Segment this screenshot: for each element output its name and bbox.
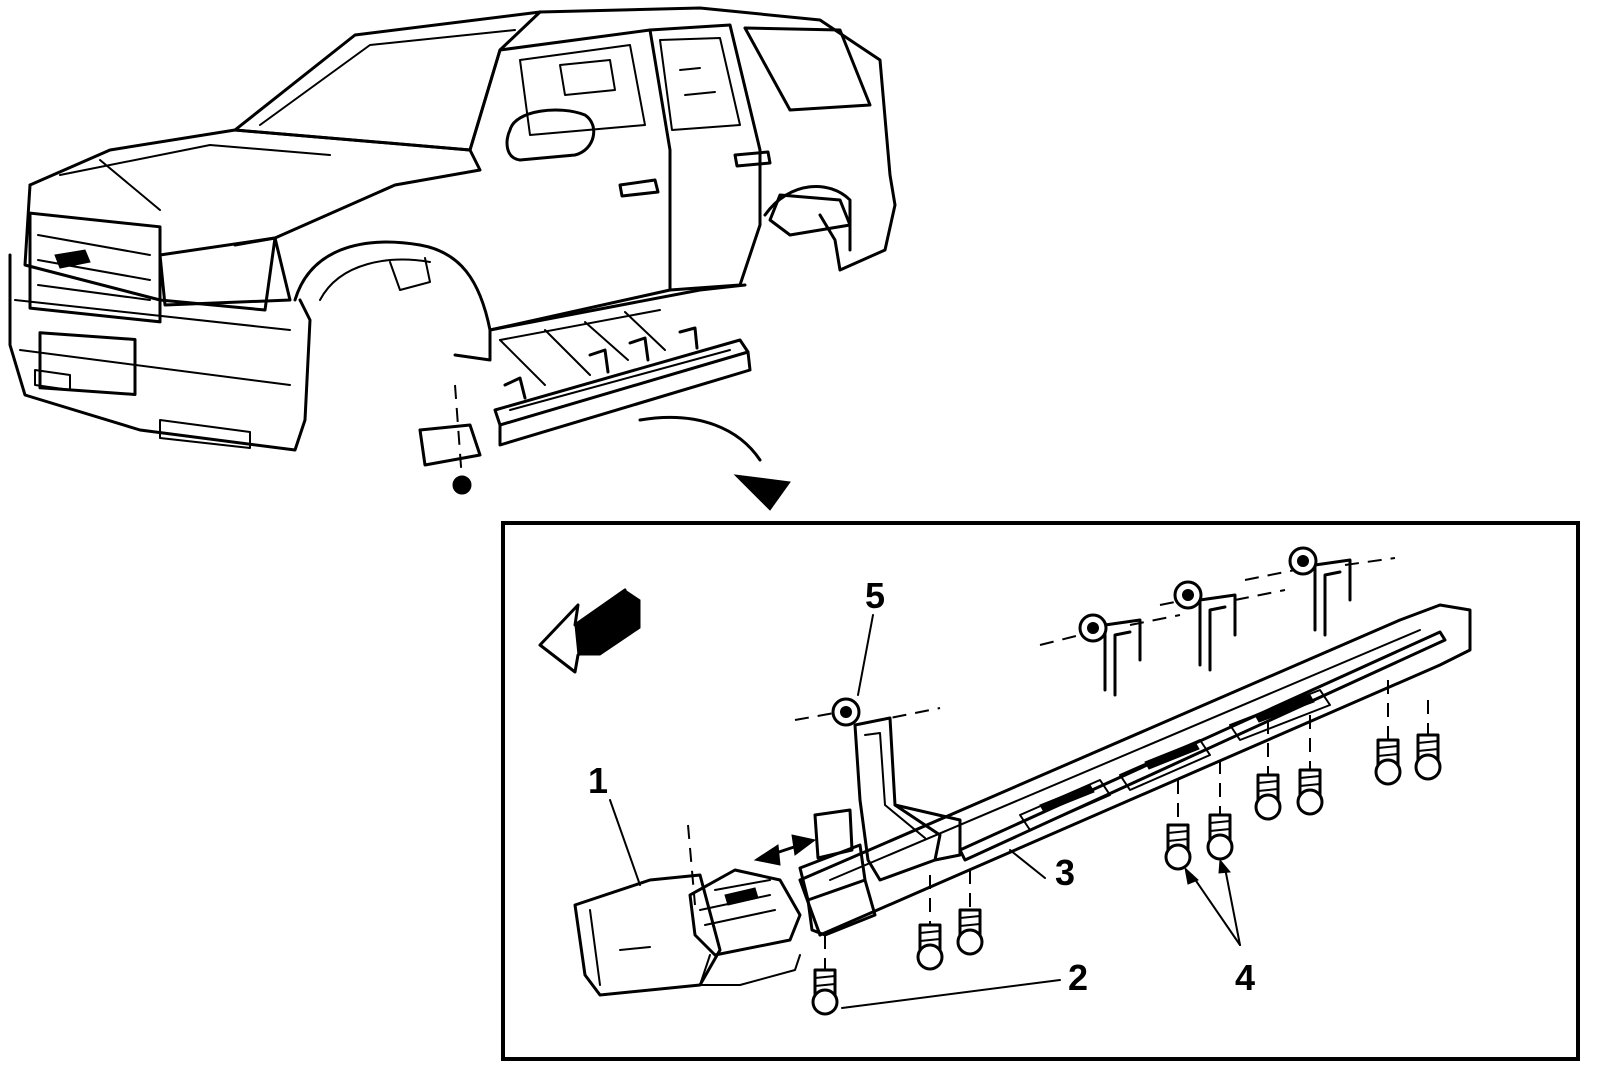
mounting-bracket-1 bbox=[1039, 614, 1181, 697]
fit-direction-arrow bbox=[753, 834, 817, 866]
detail-frame bbox=[501, 521, 1580, 1061]
callout-1: 1 bbox=[588, 760, 608, 801]
callout-2: 2 bbox=[1068, 957, 1088, 998]
callout-3: 3 bbox=[1055, 852, 1075, 893]
running-board-assembly bbox=[798, 603, 1472, 937]
leader-lines bbox=[609, 614, 1241, 1009]
vehicle-illustration bbox=[8, 6, 897, 495]
mounting-bracket-3 bbox=[1244, 557, 1396, 637]
end-cap bbox=[573, 824, 802, 997]
bolt bbox=[811, 680, 1442, 1016]
front-mounting-bracket bbox=[794, 697, 962, 882]
detail-arrow bbox=[638, 415, 791, 511]
bracket-nut bbox=[1078, 546, 1318, 643]
front-direction-arrow bbox=[538, 588, 641, 674]
callout-4: 4 bbox=[1235, 957, 1255, 998]
callout-5: 5 bbox=[865, 575, 885, 616]
